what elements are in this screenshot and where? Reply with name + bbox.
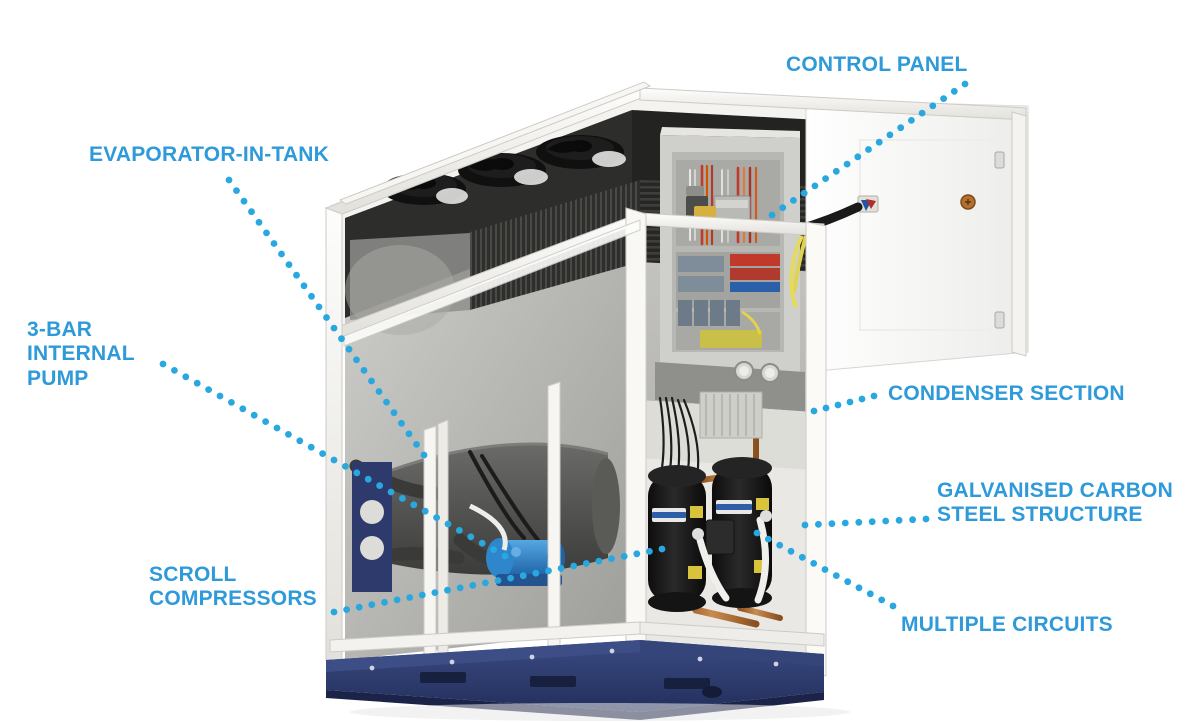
electrical-control-panel bbox=[655, 127, 805, 412]
control-panel-door[interactable] bbox=[789, 99, 1029, 373]
centrifugal-pump[interactable] bbox=[486, 538, 565, 586]
callout-label-scroll-compressors: SCROLL COMPRESSORS bbox=[149, 563, 317, 611]
pressure-gauge bbox=[734, 361, 754, 381]
callout-label-multiple-circuits: MULTIPLE CIRCUITS bbox=[901, 613, 1113, 636]
pressure-gauge bbox=[760, 363, 780, 383]
callout-label-condenser-section: CONDENSER SECTION bbox=[888, 382, 1125, 405]
scroll-compressor bbox=[648, 465, 706, 612]
callout-label-galvanised-carbon-steel-structure: GALVANISED CARBON STEEL STRUCTURE bbox=[937, 479, 1173, 527]
callout-label-control-panel: CONTROL PANEL bbox=[786, 53, 968, 76]
callout-label-3-bar-internal-pump: 3-BAR INTERNAL PUMP bbox=[27, 318, 135, 390]
axial-fan bbox=[458, 153, 548, 187]
axial-fan bbox=[536, 135, 626, 169]
callout-label-evaporator-in-tank: EVAPORATOR-IN-TANK bbox=[89, 143, 330, 166]
galvanised-steel-frame bbox=[324, 81, 1027, 677]
door-hinge-icon bbox=[994, 151, 1005, 329]
condenser-section-bay bbox=[638, 391, 812, 660]
door-lock-icon[interactable] bbox=[960, 194, 976, 210]
